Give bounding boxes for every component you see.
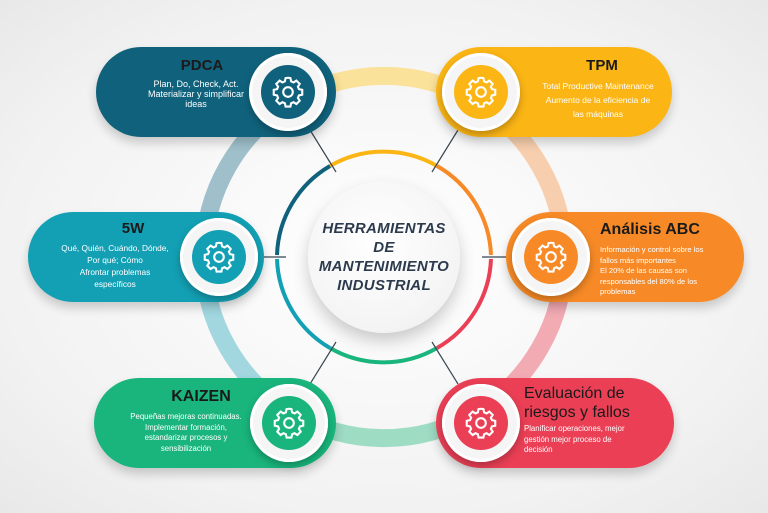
gear-badge (180, 218, 258, 296)
gear-badge (249, 53, 327, 131)
tool-title: KAIZEN (171, 388, 231, 405)
tool-card-5w: 5W Qué, Quién, Cuándo, Dónde, Por qué; C… (28, 212, 264, 302)
tool-description: Pequeñas mejoras continuadas. Implementa… (130, 412, 242, 453)
tool-title: PDCA (180, 57, 224, 74)
gear-icon (262, 396, 316, 450)
gear-icon (192, 230, 246, 284)
tool-description: Total Productive Maintenance Aumento de … (542, 81, 654, 119)
tool-card-evaluacion-riesgos: Evaluación de riesgos y fallos Planifica… (436, 378, 674, 468)
tool-title: Análisis ABC (600, 221, 700, 238)
gear-badge (442, 384, 520, 462)
tool-card-pdca: PDCA Plan, Do, Check, Act. Materializar … (96, 47, 336, 137)
center-title: HERRAMIENTAS DE MANTENIMIENTO INDUSTRIAL (318, 220, 450, 294)
gear-icon (454, 65, 508, 119)
tool-description: Plan, Do, Check, Act. Materializar y sim… (147, 79, 245, 109)
tool-description: Planificar operaciones, mejor gestión me… (524, 424, 625, 454)
tool-title: TPM (586, 57, 618, 74)
tool-card-tpm: TPM Total Productive Maintenance Aumento… (436, 47, 672, 137)
gear-icon (261, 65, 315, 119)
tool-card-kaizen: KAIZEN Pequeñas mejoras continuadas. Imp… (94, 378, 336, 468)
tool-title: 5W (121, 220, 145, 237)
gear-icon (524, 230, 578, 284)
tool-card-analisis-abc: Análisis ABC Información y control sobre… (506, 212, 744, 302)
tool-description: Qué, Quién, Cuándo, Dónde, Por qué; Cómo… (61, 243, 169, 289)
tool-description: Información y control sobre los fallos m… (600, 245, 704, 296)
center-hub: HERRAMIENTAS DE MANTENIMIENTO INDUSTRIAL (308, 181, 460, 333)
gear-badge (442, 53, 520, 131)
gear-badge (512, 218, 590, 296)
tool-title: Evaluación de riesgos y fallos (524, 385, 630, 421)
gear-icon (454, 396, 508, 450)
gear-badge (250, 384, 328, 462)
